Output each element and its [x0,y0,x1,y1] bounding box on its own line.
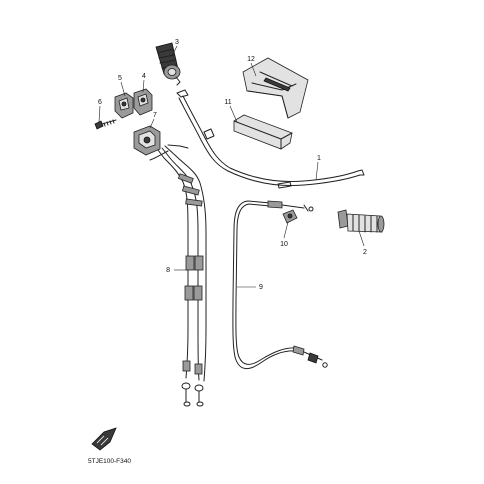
clutch-cable[interactable] [232,200,328,369]
cable-housing[interactable] [133,125,161,156]
throttle-cables[interactable] [149,144,207,407]
callout-2: 2 [363,249,367,256]
handlebar-pad[interactable] [233,114,293,150]
grip[interactable] [337,209,385,233]
screw[interactable] [94,119,117,130]
handlebar-pad-cover[interactable] [242,57,309,119]
front-direction-arrow-icon [91,427,117,451]
throttle-housing-upper[interactable] [133,88,153,116]
callout-5: 5 [118,75,122,82]
callout-1: 1 [317,155,321,162]
callout-6: 6 [98,99,102,106]
callout-3: 3 [175,39,179,46]
cable-adjuster[interactable] [282,209,298,224]
callout-10: 10 [280,241,288,248]
callout-11: 11 [224,99,231,106]
handlebar[interactable] [176,89,365,189]
callout-4: 4 [142,73,146,80]
callout-9: 9 [259,284,263,291]
diagram-code: 5TJE100-F340 [88,458,131,465]
throttle-grip[interactable] [155,42,181,86]
callout-8: 8 [166,267,170,274]
callout-12: 12 [247,56,255,63]
leader-lines [98,45,365,288]
throttle-housing-lower[interactable] [114,92,134,119]
callout-7: 7 [153,112,157,119]
